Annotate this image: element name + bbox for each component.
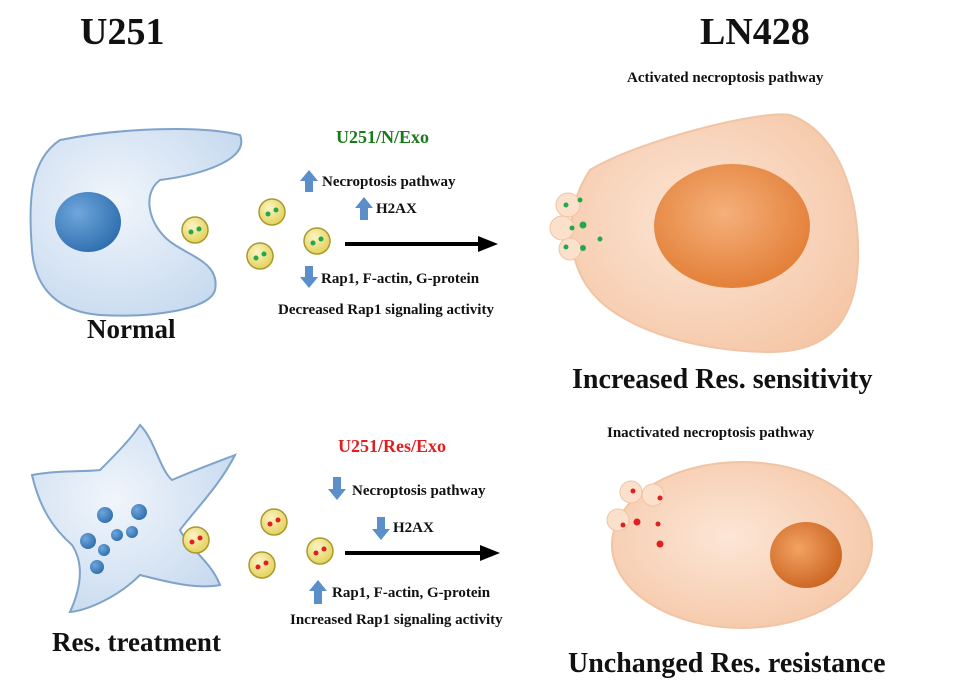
top-exosomes (181, 198, 331, 270)
bottom-pathway-status: Inactivated necroptosis pathway (607, 425, 815, 441)
header-ln428: LN428 (700, 11, 810, 53)
down-arrow-icon (300, 266, 318, 288)
res-u251-vesicles (80, 504, 147, 574)
exosome (258, 198, 286, 226)
top-transfer-arrow (345, 236, 498, 252)
up-arrow-icon (309, 580, 327, 604)
bottom-transfer-arrow (345, 545, 500, 561)
top-effect-h2ax: H2AX (376, 201, 417, 217)
normal-u251-nucleus (55, 192, 121, 252)
ln428-nucleus-top (654, 164, 810, 288)
top-source-label: Normal (87, 314, 176, 344)
bottom-effect-necroptosis: Necroptosis pathway (352, 483, 486, 499)
bottom-effect-h2ax: H2AX (393, 520, 434, 536)
down-arrow-icon (372, 517, 390, 540)
top-outcome: Increased Res. sensitivity (572, 364, 873, 395)
top-effect-necroptosis: Necroptosis pathway (322, 174, 456, 190)
exosome (246, 242, 274, 270)
down-arrow-icon (328, 477, 346, 500)
bottom-source-label: Res. treatment (52, 627, 221, 657)
top-pathway-status: Activated necroptosis pathway (627, 70, 824, 86)
bottom-effect-rap1: Rap1, F-actin, G-protein (332, 585, 491, 601)
header-u251: U251 (80, 11, 165, 53)
top-effect-rap1: Rap1, F-actin, G-protein (321, 271, 480, 287)
red-dots-bottom (620, 488, 664, 548)
ln428-nucleus-bottom (770, 522, 842, 588)
bottom-exo-label: U251/Res/Exo (338, 436, 446, 456)
bottom-outcome: Unchanged Res. resistance (568, 648, 886, 679)
normal-u251-cell (29, 127, 243, 317)
up-arrow-icon (300, 170, 318, 192)
up-arrow-icon (355, 197, 373, 220)
exosome (303, 227, 331, 255)
top-summary: Decreased Rap1 signaling activity (278, 302, 494, 318)
green-dots-top (563, 197, 603, 251)
exosome (181, 216, 209, 244)
bottom-summary: Increased Rap1 signaling activity (290, 612, 503, 628)
top-exo-label: U251/N/Exo (336, 127, 430, 147)
bottom-exosomes (182, 508, 334, 579)
res-u251-cell (30, 423, 238, 614)
